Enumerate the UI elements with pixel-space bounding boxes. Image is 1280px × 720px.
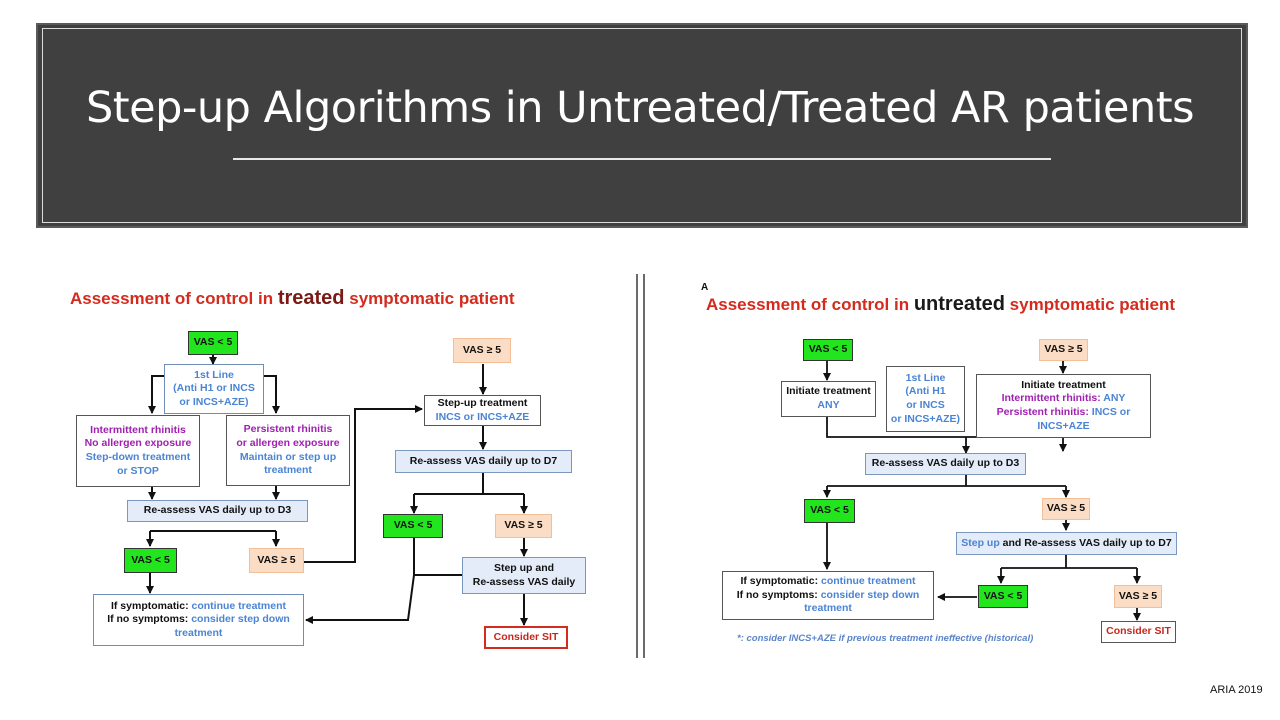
left-reassess-d7: Re-assess VAS daily up to D7: [395, 450, 572, 473]
left-outcome-value3: treatment: [174, 626, 223, 639]
right-first-line-line3: or INCS: [906, 399, 945, 411]
left-vas-lt5-right: VAS < 5: [383, 514, 443, 538]
right-outcome-value3: treatment: [804, 602, 852, 615]
right-heading-pre: Assessment of control in: [706, 295, 914, 314]
left-first-line-box: 1st Line (Anti H1 or INCS or INCS+AZE): [164, 364, 264, 414]
right-stepup-blue: Step up: [961, 536, 1000, 549]
left-reassess-d3: Re-assess VAS daily up to D3: [127, 500, 308, 522]
left-vas-lt5-mid: VAS < 5: [124, 548, 177, 573]
left-outcome-value1: continue treatment: [191, 599, 287, 612]
left-intermittent-action2: or STOP: [117, 464, 159, 477]
left-heading-post: symptomatic patient: [344, 289, 515, 308]
left-intermittent-title: Intermittent rhinitis: [90, 423, 186, 436]
left-stepup-label: Step-up treatment: [437, 396, 528, 409]
right-outcome-line2: If no symptoms: consider step down: [737, 589, 920, 603]
left-first-line-line2: (Anti H1 or INCS: [173, 382, 255, 395]
right-intermittent-label: Intermittent rhinitis:: [1001, 392, 1101, 405]
right-outcome-value2: consider step down: [820, 588, 920, 601]
right-vas-ge5-mid: VAS ≥ 5: [1042, 498, 1090, 520]
right-reassess-d3: Re-assess VAS daily up to D3: [865, 453, 1026, 475]
right-persistent-value: INCS or: [1091, 406, 1131, 418]
right-persistent-label: Persistent rhinitis:: [996, 406, 1089, 418]
left-outcome-label1: If symptomatic:: [110, 599, 189, 612]
title-banner: [36, 23, 1248, 228]
right-persistent-value2: INCS+AZE: [1037, 419, 1090, 432]
right-first-line-line2: (Anti H1: [905, 385, 946, 398]
right-initiate-any-title: Initiate treatment: [786, 385, 871, 398]
left-stepup-reassess-line2: Re-assess VAS daily: [472, 575, 576, 588]
right-outcome-label1: If symptomatic:: [740, 575, 819, 588]
right-panel-mark: A: [701, 282, 709, 293]
left-persistent-box: Persistent rhinitis or allergen exposure…: [226, 415, 350, 486]
left-persistent-title: Persistent rhinitis: [243, 423, 333, 436]
left-outcome-label2: If no symptoms:: [107, 613, 189, 626]
left-stepup-value: INCS or INCS+AZE: [435, 410, 530, 423]
left-vas-ge5-right: VAS ≥ 5: [495, 514, 552, 538]
right-initiate-any-box: Initiate treatment ANY: [781, 381, 876, 417]
title-underline: [233, 158, 1051, 160]
right-heading-post: symptomatic patient: [1004, 295, 1175, 314]
right-first-line-title: 1st Line: [905, 371, 946, 384]
slide-title: Step-up Algorithms in Untreated/Treated …: [85, 83, 1195, 133]
left-persistent-exposure: or allergen exposure: [236, 436, 340, 449]
right-outcome-label2: If no symptoms:: [736, 588, 818, 601]
right-initiate-box: Initiate treatment Intermittent rhinitis…: [976, 374, 1151, 438]
right-initiate-intermittent: Intermittent rhinitis: ANY: [1002, 392, 1126, 406]
right-heading: Assessment of control in untreated sympt…: [706, 293, 1175, 316]
right-footnote: *: consider INCS+AZE if previous treatme…: [737, 633, 1034, 644]
left-heading-emphasis: treated: [277, 287, 345, 309]
left-intermittent-box: Intermittent rhinitis No allergen exposu…: [76, 415, 200, 487]
right-stepup-rest: and Re-assess VAS daily up to D7: [999, 536, 1172, 549]
right-stepup-reassess-line: Step up and Re-assess VAS daily up to D7: [961, 537, 1171, 551]
left-flow-lines: [146, 355, 528, 626]
right-outcome-box: If symptomatic: continue treatment If no…: [722, 571, 934, 620]
slide-footer: ARIA 2019: [1210, 684, 1263, 696]
left-vas-ge5-top: VAS ≥ 5: [453, 338, 511, 363]
left-outcome-line2: If no symptoms: consider step down: [107, 613, 290, 627]
right-stepup-reassess-box: Step up and Re-assess VAS daily up to D7: [956, 532, 1177, 555]
left-vas-ge5-mid: VAS ≥ 5: [249, 548, 304, 573]
left-intermittent-action: Step-down treatment: [85, 451, 191, 463]
left-heading-pre: Assessment of control in: [70, 289, 278, 308]
left-persistent-action2: treatment: [264, 464, 312, 477]
right-first-line-box: 1st Line (Anti H1 or INCS or INCS+AZE): [886, 366, 965, 432]
left-first-line-title: 1st Line: [194, 368, 234, 381]
left-stepup-reassess-box: Step up and Re-assess VAS daily: [462, 557, 586, 594]
left-heading: Assessment of control in treated symptom…: [70, 287, 515, 310]
banner-inner-border: [42, 28, 1242, 223]
left-stepup-box: Step-up treatment INCS or INCS+AZE: [424, 395, 541, 426]
left-persistent-action: Maintain or step up: [239, 450, 337, 463]
right-vas-lt5-mid: VAS < 5: [804, 499, 855, 523]
panel-divider: [636, 274, 645, 658]
right-initiate-persistent: Persistent rhinitis: INCS or: [997, 406, 1131, 420]
left-vas-lt5-top: VAS < 5: [188, 331, 238, 355]
left-outcome-value2: consider step down: [191, 613, 290, 626]
left-outcome-box: If symptomatic: continue treatment If no…: [93, 594, 304, 646]
right-flow-lines: [823, 361, 1141, 621]
right-outcome-line1: If symptomatic: continue treatment: [740, 575, 915, 589]
right-first-line-line4: or INCS+AZE): [890, 412, 961, 425]
left-outcome-line1: If symptomatic: continue treatment: [111, 600, 286, 614]
right-vas-lt5-top: VAS < 5: [803, 339, 853, 361]
right-heading-emphasis: untreated: [913, 293, 1005, 315]
right-consider-sit: Consider SIT: [1101, 621, 1176, 643]
right-vas-ge5-low: VAS ≥ 5: [1114, 585, 1162, 608]
left-consider-sit: Consider SIT: [484, 626, 568, 649]
left-stepup-reassess-line1: Step up and: [493, 561, 555, 574]
right-outcome-value1: continue treatment: [821, 575, 916, 588]
right-vas-ge5-top: VAS ≥ 5: [1039, 339, 1088, 361]
left-intermittent-exposure: No allergen exposure: [84, 437, 192, 450]
right-initiate-any-value: ANY: [817, 399, 840, 411]
right-intermittent-value: ANY: [1103, 392, 1126, 405]
left-first-line-line3: or INCS+AZE): [179, 395, 249, 408]
right-initiate-title: Initiate treatment: [1021, 378, 1106, 391]
right-vas-lt5-low: VAS < 5: [978, 585, 1028, 608]
